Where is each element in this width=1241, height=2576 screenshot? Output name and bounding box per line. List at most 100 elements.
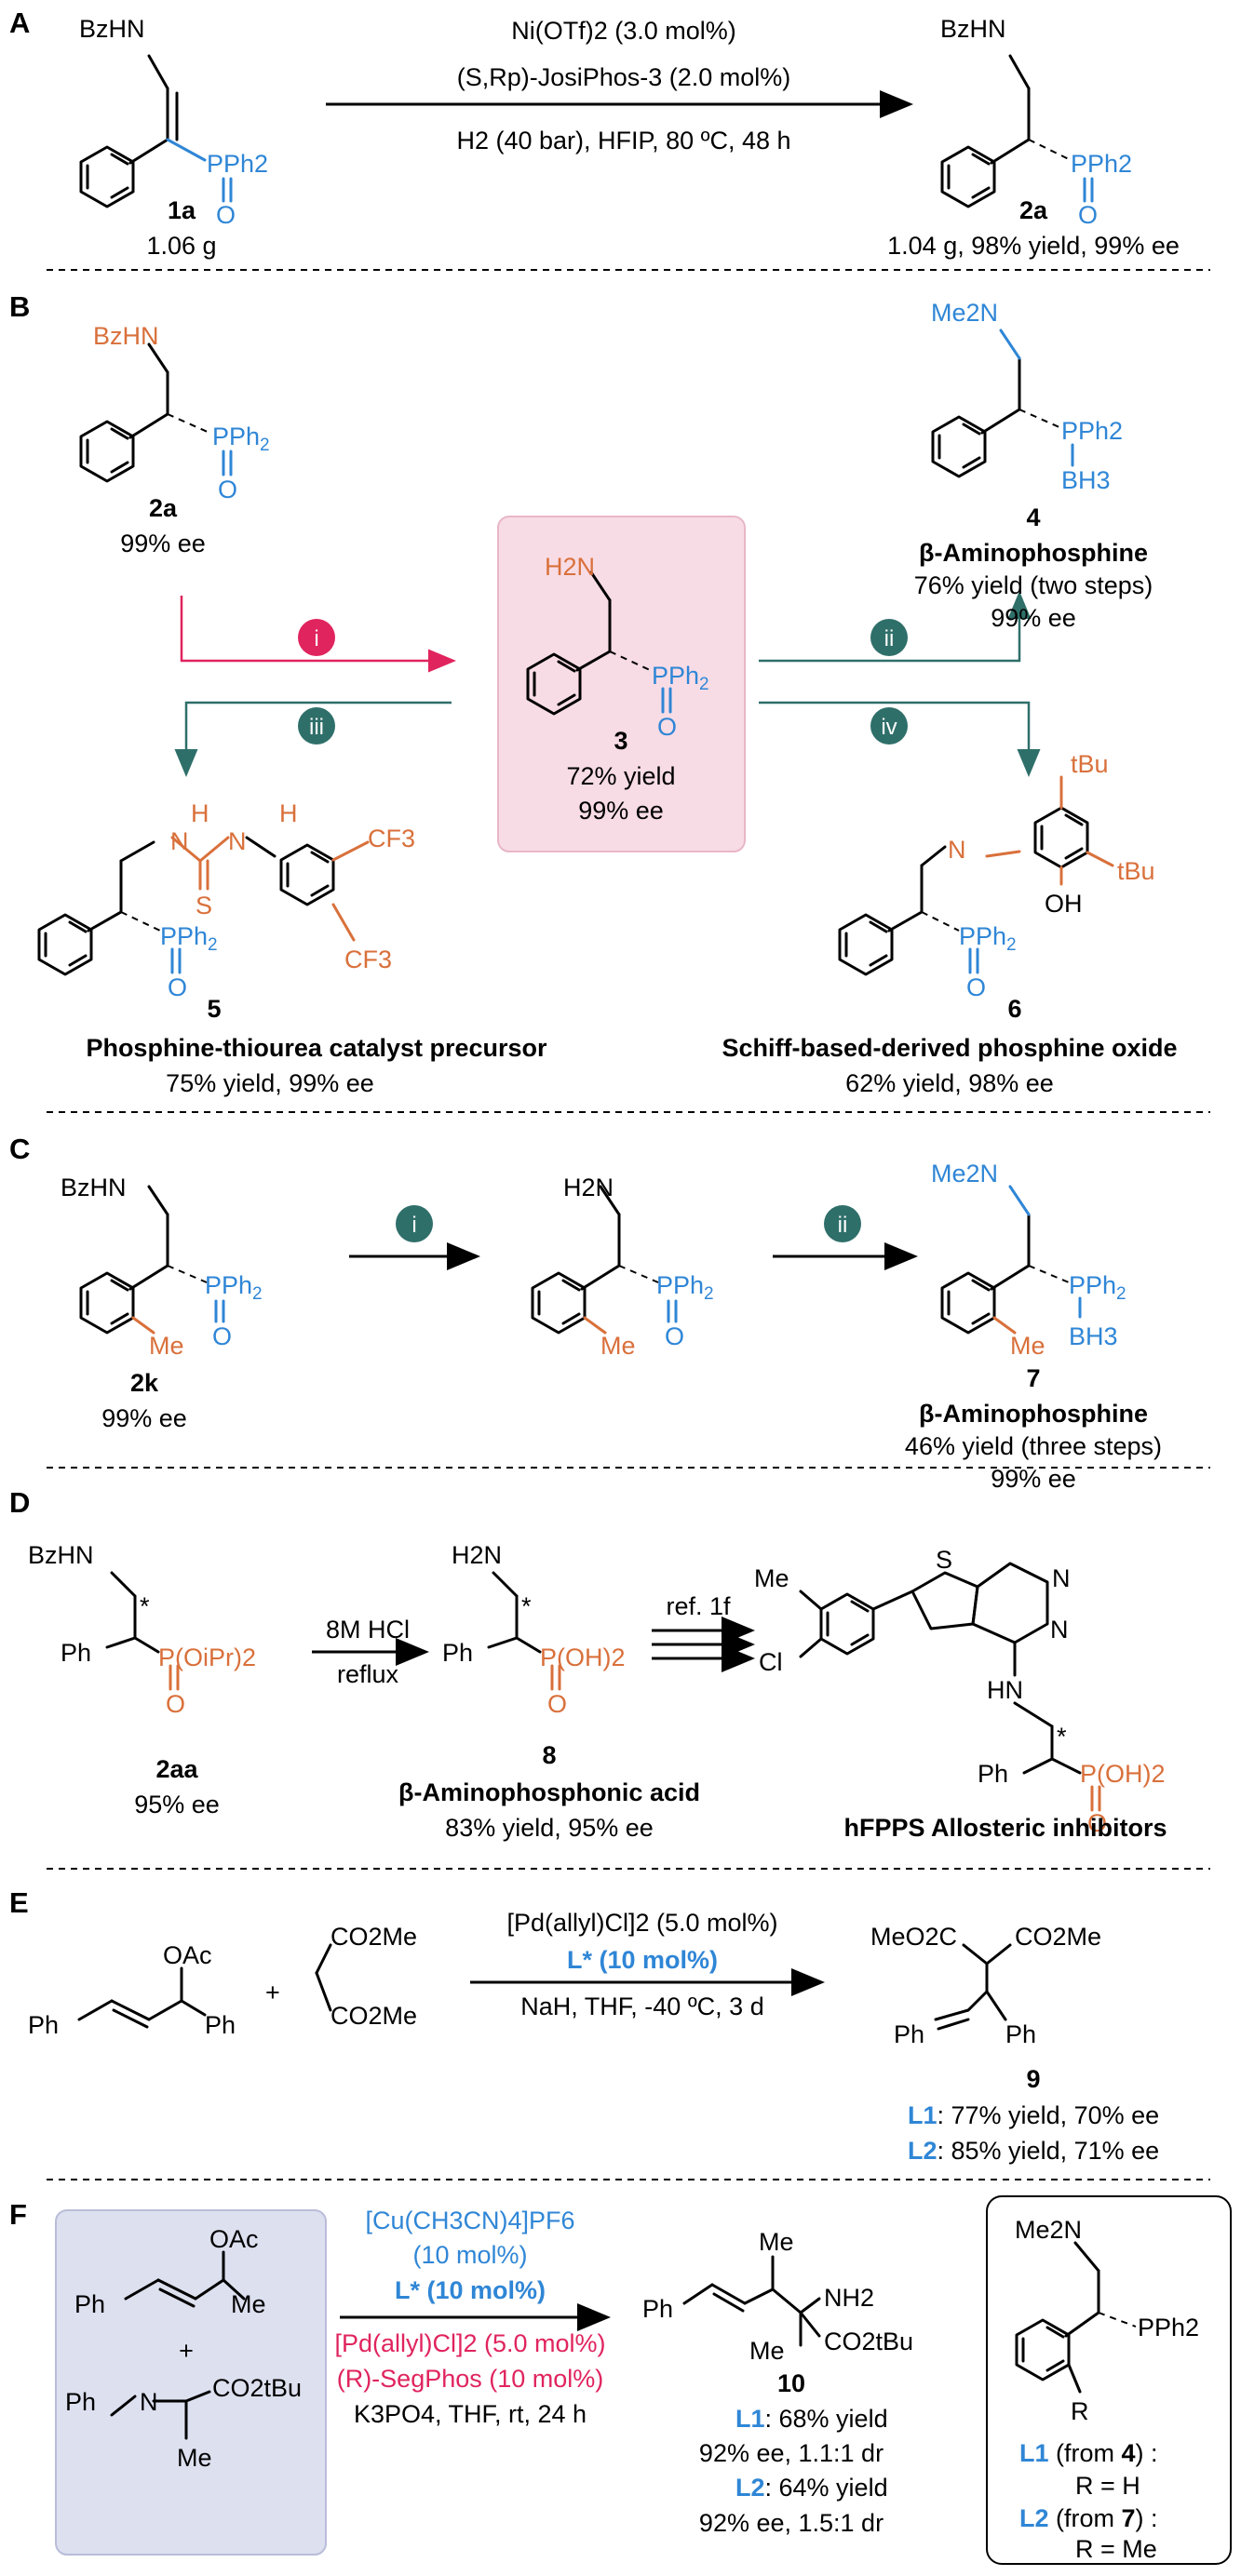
compound-2aa-id: 2aa xyxy=(155,1755,198,1783)
svg-text:Me2N: Me2N xyxy=(931,1160,998,1187)
svg-text:PPh2: PPh2 xyxy=(959,922,1017,955)
hfpps-inhibitor-structure xyxy=(799,1562,1101,1812)
compound-4-structure xyxy=(931,329,1074,478)
svg-text:Ph: Ph xyxy=(205,2011,236,2039)
compound-3-box xyxy=(497,516,746,852)
svg-text:PPh2: PPh2 xyxy=(1069,1271,1126,1304)
compound-10-structure xyxy=(682,2255,821,2347)
svg-text:N: N xyxy=(140,2388,158,2416)
svg-text:Me: Me xyxy=(759,2228,794,2256)
compound-2a-structure xyxy=(940,54,1072,208)
substrate-box xyxy=(55,2209,327,2556)
svg-text:BzHN: BzHN xyxy=(28,1541,94,1569)
compound-7-name: β-Aminophosphine xyxy=(919,1400,1148,1428)
compound-4-name: β-Aminophosphine xyxy=(919,539,1148,567)
compound-2a-nh: BzHN xyxy=(940,15,1006,43)
compound-1a-structure xyxy=(79,54,207,208)
compound-4-ee: 99% ee xyxy=(991,604,1076,632)
svg-text:MeO2C: MeO2C xyxy=(870,1923,957,1951)
compound-1a-id: 1a xyxy=(168,196,196,224)
svg-text:Ph: Ph xyxy=(61,1639,91,1667)
compound-2aa-structure xyxy=(105,1571,180,1691)
svg-text:BH3: BH3 xyxy=(1069,1322,1118,1350)
svg-text:PPh2: PPh2 xyxy=(160,922,218,955)
cond-f-3: L* (10 mol%) xyxy=(395,2276,546,2304)
section-label-d: D xyxy=(9,1486,30,1519)
cond-f-2: (10 mol%) xyxy=(412,2241,527,2269)
compound-10-id: 10 xyxy=(777,2369,805,2397)
svg-text:Me: Me xyxy=(149,1332,184,1360)
compound-6-name: Schiff-based-derived phosphine oxide xyxy=(722,1034,1177,1062)
svg-text:PPh2: PPh2 xyxy=(1138,2314,1199,2341)
svg-text:Me: Me xyxy=(754,1564,789,1592)
svg-text:Me: Me xyxy=(1010,1332,1045,1360)
compound-3-ee: 99% ee xyxy=(578,797,664,825)
svg-text:*: * xyxy=(1057,1723,1067,1751)
svg-text:iv: iv xyxy=(881,715,897,740)
svg-text:R: R xyxy=(1071,2397,1089,2425)
svg-text:S: S xyxy=(196,892,212,919)
svg-text:N: N xyxy=(1052,1564,1071,1592)
svg-text:O: O xyxy=(665,1322,684,1350)
compound-8-result: 83% yield, 95% ee xyxy=(445,1814,654,1842)
compound-3-id: 3 xyxy=(614,727,627,755)
cond-d-2: reflux xyxy=(337,1660,399,1688)
section-label-b: B xyxy=(9,290,30,323)
cond-a-3: H2 (40 bar), HFIP, 80 ºC, 48 h xyxy=(456,127,790,154)
imine-structure xyxy=(110,2390,211,2440)
compound-3-yield: 72% yield xyxy=(566,762,675,790)
compound-6-id: 6 xyxy=(1007,995,1021,1023)
svg-text:N: N xyxy=(948,836,966,864)
svg-text:HN: HN xyxy=(987,1676,1023,1704)
svg-text:N: N xyxy=(170,827,189,855)
compound-9-id: 9 xyxy=(1026,2065,1040,2093)
ligand-l1-line: L1 (from 4) : xyxy=(1019,2439,1158,2467)
step-b-i-badge xyxy=(298,619,335,656)
cond-f-1: [Cu(CH3CN)4]PF6 xyxy=(365,2207,574,2234)
cond-e-3: NaH, THF, -40 ºC, 3 d xyxy=(520,1992,763,2020)
arrow-b-iii xyxy=(174,701,452,777)
compound-7-yield: 46% yield (three steps) xyxy=(905,1432,1162,1460)
compound-10-result-l2-b: 92% ee, 1.5:1 dr xyxy=(699,2509,884,2537)
svg-text:Ph: Ph xyxy=(65,2388,96,2416)
svg-text:Ph: Ph xyxy=(894,2020,924,2048)
allyl-acetate-structure xyxy=(77,1966,207,2029)
compound-5-cf3-2: CF3 xyxy=(344,946,392,973)
svg-text:O: O xyxy=(1087,1809,1107,1837)
compound-4-id: 4 xyxy=(1026,503,1040,531)
compound-7-id: 7 xyxy=(1026,1364,1040,1392)
svg-text:S: S xyxy=(936,1546,952,1574)
compound-c-intermediate-structure xyxy=(531,1185,678,1335)
svg-text:CO2tBu: CO2tBu xyxy=(824,2328,913,2355)
compound-2k-structure xyxy=(79,1185,225,1335)
compound-2a-o: O xyxy=(1078,201,1098,229)
cond-f-4: [Pd(allyl)Cl]2 (5.0 mol%) xyxy=(334,2329,605,2357)
compound-2a-b-ee: 99% ee xyxy=(120,530,206,557)
compound-6-structure xyxy=(838,775,1114,976)
compound-6-result: 62% yield, 98% ee xyxy=(845,1069,1054,1097)
compound-6-oh: OH xyxy=(1045,890,1083,918)
cond-d-1: 8M HCl xyxy=(326,1616,410,1644)
svg-text:O: O xyxy=(212,1322,232,1350)
compound-3-structure xyxy=(526,570,672,716)
cond-e-2: L* (10 mol%) xyxy=(567,1946,718,1974)
svg-text:PPh2: PPh2 xyxy=(205,1271,263,1304)
svg-text:CO2tBu: CO2tBu xyxy=(212,2374,302,2402)
svg-text:Ph: Ph xyxy=(74,2290,105,2318)
hfpps-inhibitor-name: hFPPS Allosteric inhibitors xyxy=(843,1814,1167,1842)
svg-text:Me2N: Me2N xyxy=(1015,2216,1082,2244)
section-label-c: C xyxy=(9,1133,30,1165)
compound-8-structure xyxy=(487,1571,561,1691)
compound-2a-b-nh: BzHN xyxy=(93,322,159,350)
svg-text:PPh2: PPh2 xyxy=(212,423,270,455)
svg-text:Me: Me xyxy=(231,2290,266,2318)
svg-text:BzHN: BzHN xyxy=(61,1174,127,1201)
cond-f-5: (R)-SegPhos (10 mol%) xyxy=(337,2365,604,2393)
svg-text:O: O xyxy=(218,476,237,503)
ligand-l2-line: L2 (from 7) : xyxy=(1019,2504,1158,2532)
compound-7-ee: 99% ee xyxy=(991,1465,1076,1493)
arrow-b-i xyxy=(180,596,456,673)
svg-text:Ph: Ph xyxy=(1005,2020,1036,2048)
compound-2a-id: 2a xyxy=(1019,196,1048,224)
